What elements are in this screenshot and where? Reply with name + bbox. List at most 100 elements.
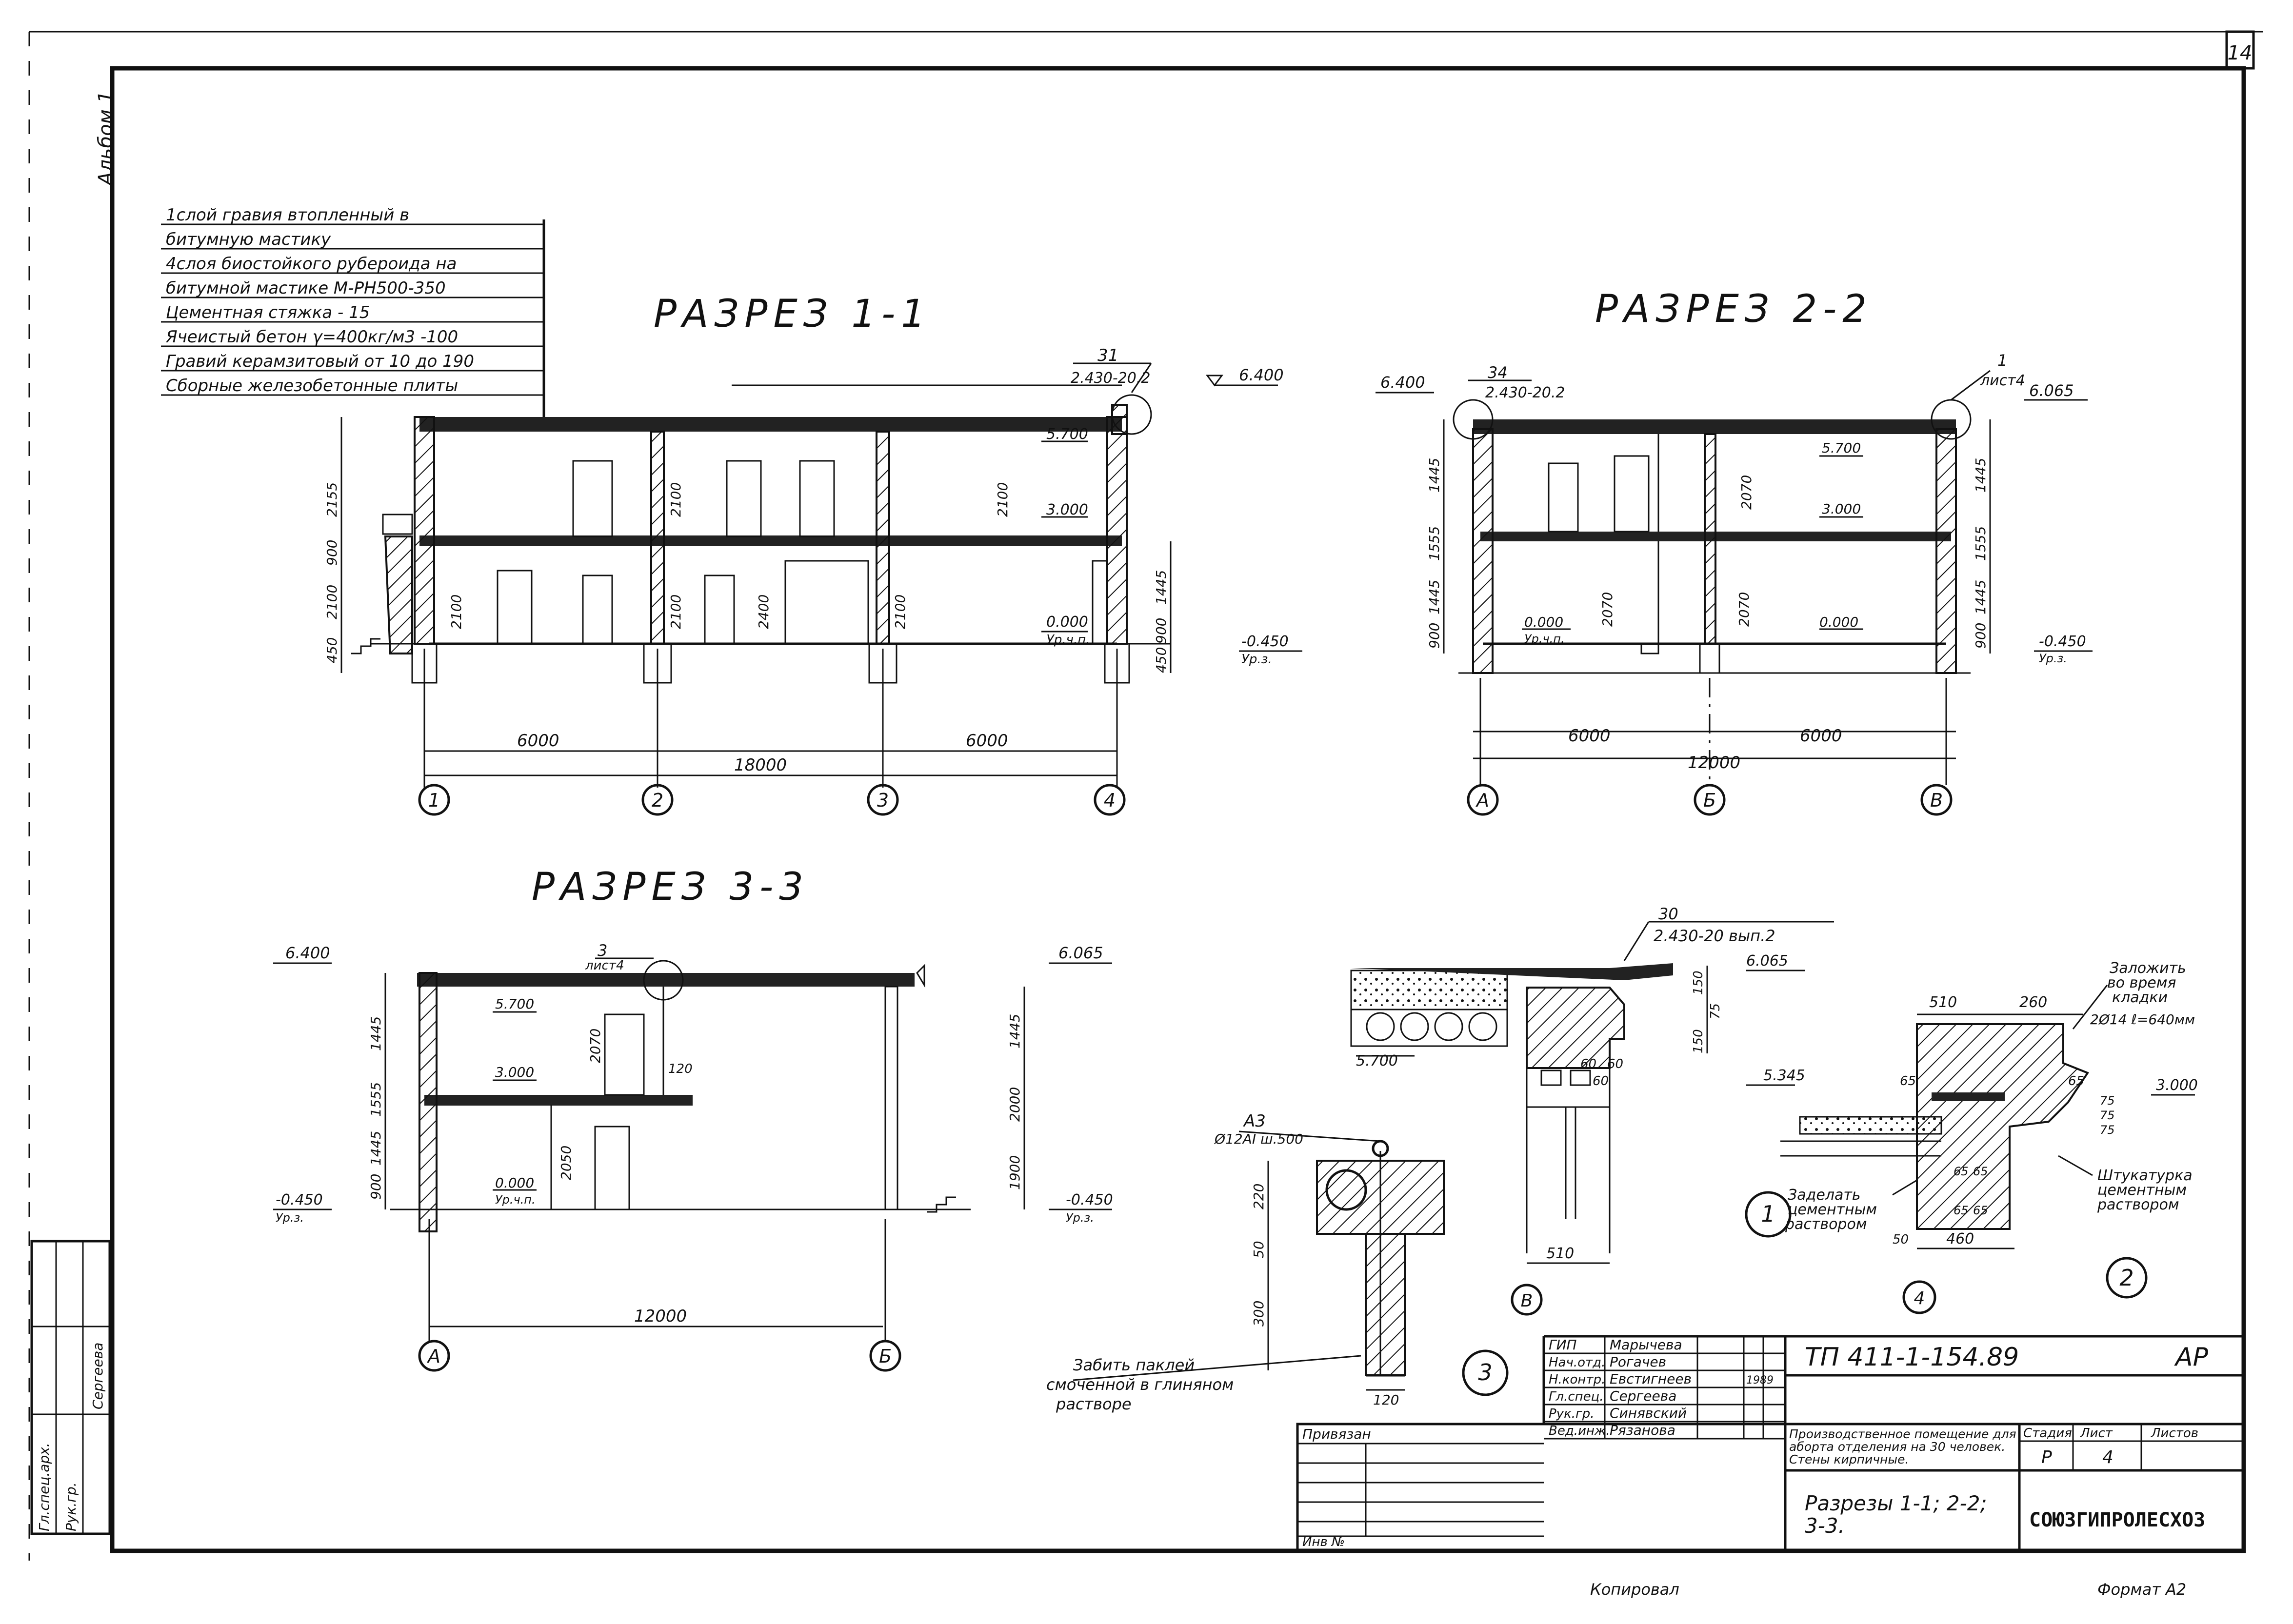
legend-line-8: Сборные железобетонные плиты bbox=[166, 376, 458, 396]
d2-dim-10: 65 bbox=[1954, 1204, 1969, 1217]
s3-level-6400: 6.400 bbox=[285, 944, 330, 962]
s2-level-0000-right: 0.000 bbox=[1819, 614, 1858, 630]
s3-level-note-2: Ур.з. bbox=[276, 1211, 304, 1225]
s1-right-dim-1: 1445 bbox=[1153, 570, 1169, 605]
tb-role-1: ГИП bbox=[1549, 1337, 1577, 1353]
s2-callout-num-left: 34 bbox=[1488, 363, 1508, 382]
s2-left-dim-2: 1555 bbox=[1426, 526, 1442, 561]
s2-inner-dim-2: 2070 bbox=[1599, 592, 1615, 627]
d2-dim-7: 75 bbox=[2100, 1123, 2115, 1137]
d2-axis: 4 bbox=[1914, 1288, 1925, 1308]
s2-axis-a: А bbox=[1475, 790, 1489, 811]
tb-sheet-title-box: Разрезы 1-1; 2-2; 3-3. bbox=[1805, 1492, 1987, 1537]
d1-dim-1: 150 bbox=[1691, 970, 1706, 995]
d2-num: 2 bbox=[2119, 1265, 2133, 1291]
d2-note-left-2: цементным bbox=[1788, 1201, 1877, 1218]
tb-stage: Р bbox=[2041, 1447, 2052, 1467]
tb-code: ТП 411-1-154.89 bbox=[1805, 1343, 2019, 1372]
tb-role-6: Вед.инж. bbox=[1549, 1424, 1610, 1438]
s3-level-m0450-right: -0.450 bbox=[1066, 1191, 1113, 1208]
s2-level-6400: 6.400 bbox=[1380, 373, 1425, 392]
s2-left-dim-1: 1445 bbox=[1426, 458, 1442, 493]
s1-level-note-2: Ур.з. bbox=[1241, 652, 1272, 667]
sheet-frame bbox=[28, 30, 2263, 1561]
d1-dim-3: 150 bbox=[1691, 1029, 1706, 1053]
s3-right-dim-1: 1445 bbox=[1007, 1014, 1023, 1049]
d2-dim-1: 510 bbox=[1929, 994, 1957, 1011]
d2-note-top-4: 2Ø14 ℓ=640мм bbox=[2090, 1011, 2195, 1028]
legend-line-7: Гравий керамзитовый от 10 до 190 bbox=[166, 352, 474, 371]
d3-note-3: растворе bbox=[1056, 1395, 1132, 1413]
s3-callout-num: 3 bbox=[598, 941, 607, 960]
d3-dim-4: 120 bbox=[1373, 1392, 1399, 1408]
d1-ref-num: 30 bbox=[1658, 905, 1678, 923]
d2-note-top-1: Заложить bbox=[2110, 960, 2186, 977]
tb-role-4: Гл.спец. bbox=[1549, 1389, 1604, 1404]
s2-right-dim-4: 900 bbox=[1973, 623, 1989, 649]
d2-note-right-1: Штукатурка bbox=[2097, 1167, 2193, 1184]
s3-inner-dim-2: 2050 bbox=[558, 1146, 574, 1180]
tb-role-2: Нач.отд. bbox=[1549, 1355, 1605, 1370]
d1-dim-4: 60 bbox=[1580, 1057, 1596, 1071]
format-label: Формат А2 bbox=[2097, 1580, 2186, 1599]
s2-level-3000: 3.000 bbox=[1822, 501, 1861, 517]
s2-axis-b: Б bbox=[1703, 790, 1716, 811]
d2-note-top-2: во время bbox=[2107, 974, 2176, 991]
s2-callout-ref-left: 2.430-20.2 bbox=[1485, 384, 1565, 401]
s1-inner-dim-4: 2100 bbox=[668, 594, 684, 629]
s2-span-2: 6000 bbox=[1800, 726, 1842, 746]
roof-legend bbox=[161, 219, 545, 424]
title-block-grid bbox=[1296, 1335, 2245, 1552]
d2-dim-9: 65 bbox=[1973, 1165, 1988, 1178]
s1-left-dim-1: 2155 bbox=[324, 482, 340, 517]
s2-level-5700: 5.700 bbox=[1822, 440, 1861, 456]
s3-left-dim-1: 1445 bbox=[368, 1016, 384, 1051]
d2-dim-3: 65 bbox=[1900, 1074, 1916, 1089]
s2-right-dim-3: 1445 bbox=[1973, 580, 1989, 614]
s2-right-dim-2: 1555 bbox=[1973, 526, 1989, 561]
s1-level-5700: 5.700 bbox=[1046, 426, 1088, 443]
legend-line-6: Ячеистый бетон γ=400кг/м3 -100 bbox=[165, 327, 458, 347]
s1-left-dim-4: 450 bbox=[324, 637, 340, 663]
d1-num: 1 bbox=[1761, 1201, 1775, 1227]
s2-callout-ref-right: лист4 bbox=[1980, 372, 2025, 389]
section-3-drawing bbox=[273, 957, 1112, 1372]
d2-dim-13: 460 bbox=[1946, 1230, 1974, 1248]
tb-year: 1989 bbox=[1746, 1374, 1774, 1386]
s3-inner-dim-3: 120 bbox=[668, 1062, 693, 1076]
s1-level-0000: 0.000 bbox=[1046, 614, 1088, 631]
side-stamp-3: Сергеева bbox=[90, 1343, 106, 1409]
legend-line-2: битумную мастику bbox=[166, 230, 331, 249]
s3-callout-ref: лист4 bbox=[585, 958, 624, 973]
section-2-drawing bbox=[1376, 370, 2093, 816]
page-number: 14 bbox=[2228, 42, 2253, 64]
d2-dim-11: 65 bbox=[1973, 1204, 1988, 1217]
tb-name-1: Марычева bbox=[1610, 1337, 1682, 1353]
s2-left-dim-4: 900 bbox=[1426, 623, 1442, 649]
s3-left-dim-3: 1445 bbox=[368, 1131, 384, 1166]
d1-num-circle bbox=[1745, 1191, 1792, 1238]
d2-note-left-1: Заделать bbox=[1788, 1187, 1861, 1204]
section-1-title: РАЗРЕЗ 1-1 bbox=[654, 292, 931, 336]
side-stamp-2: Рук.гр. bbox=[63, 1482, 79, 1531]
d3-note-2: смоченной в глиняном bbox=[1046, 1375, 1234, 1394]
s3-level-3000: 3.000 bbox=[495, 1064, 534, 1080]
s2-left-dim-3: 1445 bbox=[1426, 580, 1442, 614]
s2-inner-dim-1: 2070 bbox=[1738, 475, 1755, 510]
copied-label: Копировал bbox=[1590, 1580, 1679, 1599]
s1-level-6400: 6.400 bbox=[1239, 366, 1284, 384]
s2-level-6065: 6.065 bbox=[2029, 381, 2074, 400]
d2-dim-4: 65 bbox=[2068, 1074, 2084, 1089]
s1-callout-num: 31 bbox=[1097, 346, 1118, 365]
s1-axis-3: 3 bbox=[877, 790, 889, 811]
s3-level-m0450-left: -0.450 bbox=[276, 1191, 323, 1208]
d1-dim-5: 60 bbox=[1607, 1057, 1623, 1071]
d2-dim-6: 75 bbox=[2100, 1109, 2115, 1122]
d2-dim-2: 260 bbox=[2019, 994, 2047, 1011]
legend-line-4: битумной мастике М-РН500-350 bbox=[166, 278, 446, 298]
tb-org: СОЮЗГИПРОЛЕСХОЗ bbox=[2029, 1509, 2205, 1531]
s1-callout-ref: 2.430-20.2 bbox=[1071, 370, 1151, 387]
s2-level-m0450: -0.450 bbox=[2039, 633, 2086, 650]
detail-2-drawing bbox=[1746, 985, 2195, 1314]
